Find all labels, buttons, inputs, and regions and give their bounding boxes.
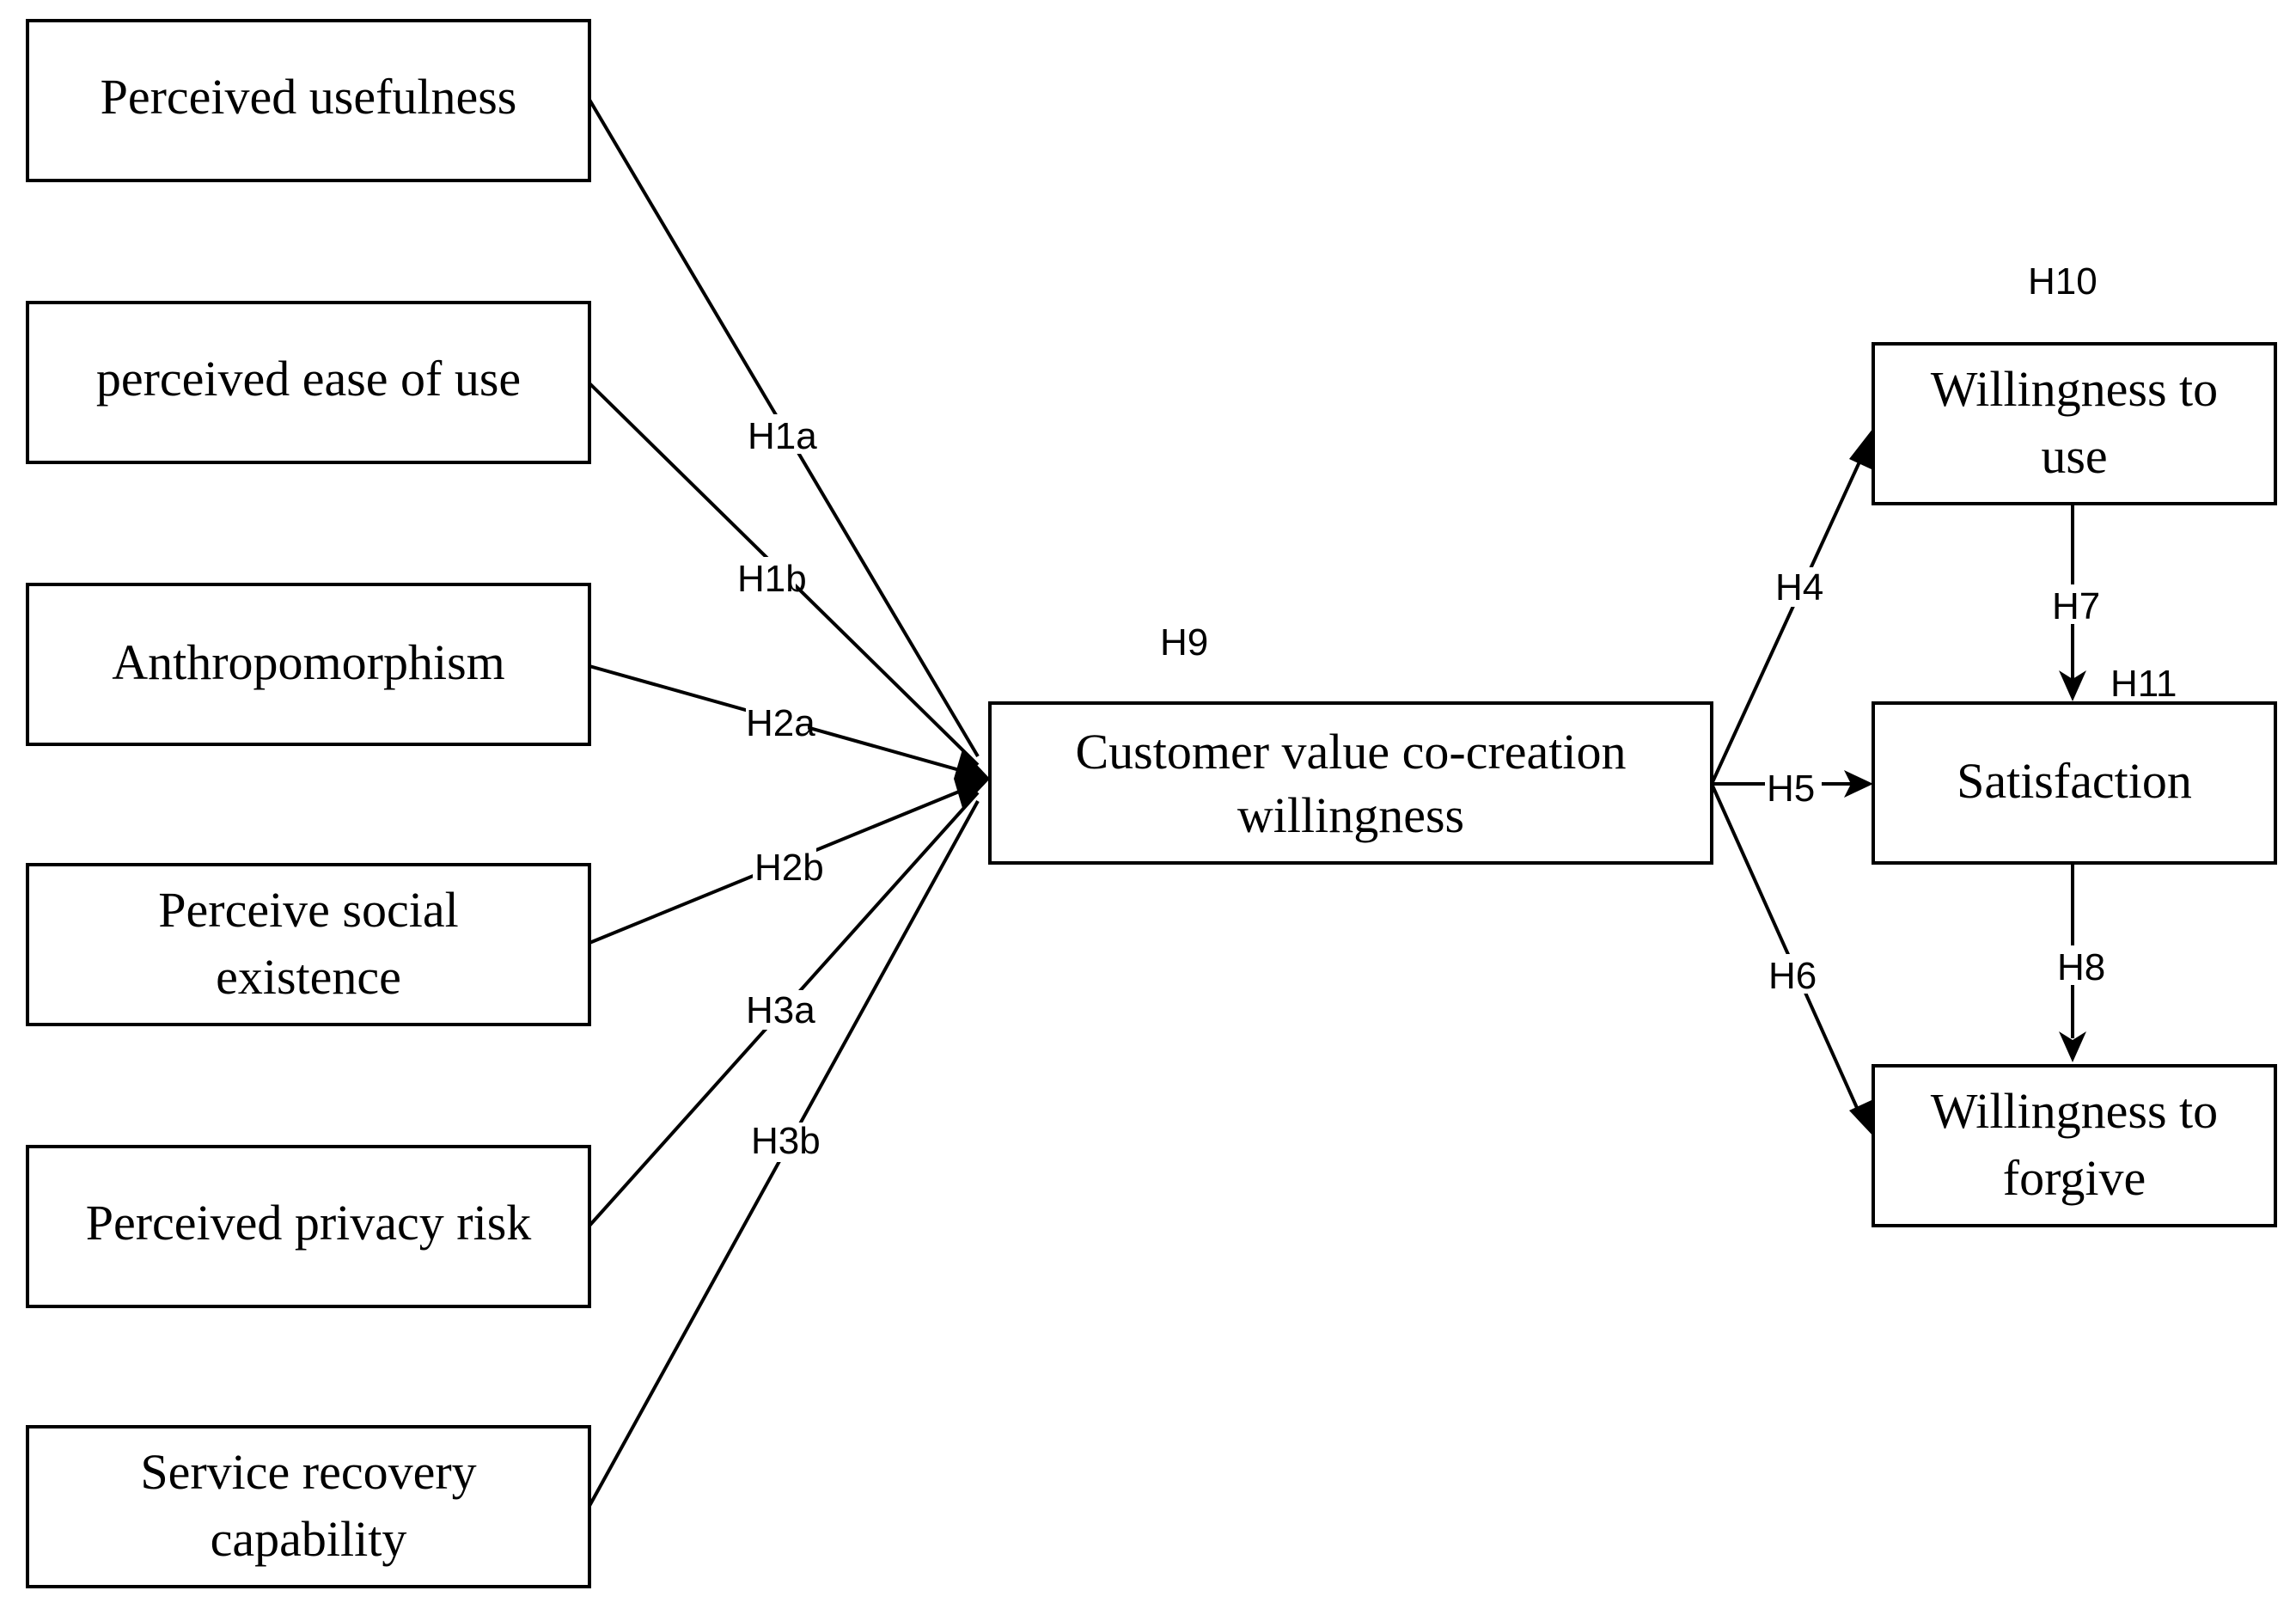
label-h2b: H2b	[754, 847, 824, 889]
node-anthropomorphism-line1: Anthropomorphism	[112, 634, 505, 690]
node-anthropomorphism: Anthropomorphism	[26, 583, 591, 746]
node-perceived-usefulness: Perceived usefulness	[26, 19, 591, 182]
arrowhead-h4	[1849, 428, 1873, 469]
label-h1a: H1a	[748, 415, 817, 457]
hypothesis-labels: H1a H1b H2a H2b H3a H3b H9 H4 H5 H6 H10 …	[736, 260, 2177, 1162]
svg-text:use: use	[2041, 428, 2107, 484]
node-perceive-social-existence-line1: Perceive social	[158, 882, 458, 938]
nodes: Perceived usefulness perceived ease of u…	[26, 19, 2277, 1588]
node-satisfaction-line1: Satisfaction	[1957, 753, 2192, 809]
label-h9: H9	[1160, 621, 1208, 664]
edge-h6	[1710, 783, 1863, 1118]
arrowhead-h5	[1844, 770, 1873, 798]
svg-text:Perceive social: Perceive social	[158, 882, 458, 938]
svg-text:forgive: forgive	[2003, 1150, 2146, 1206]
node-perceived-ease-of-use-line1: perceived ease of use	[96, 351, 521, 407]
label-h10: H10	[2028, 260, 2098, 303]
node-perceived-privacy-risk-line1: Perceived privacy risk	[86, 1195, 532, 1251]
label-h7: H7	[2052, 585, 2100, 627]
svg-text:Perceived privacy risk: Perceived privacy risk	[86, 1195, 532, 1251]
node-willingness-to-use-line1: Willingness to	[1931, 361, 2218, 417]
edge-h4	[1710, 446, 1868, 785]
node-service-recovery-capability-line1: Service recovery	[140, 1444, 476, 1500]
node-satisfaction: Satisfaction	[1872, 701, 2277, 865]
svg-text:Willingness to: Willingness to	[1931, 1083, 2218, 1139]
node-perceived-ease-of-use: perceived ease of use	[26, 301, 591, 464]
node-willingness-to-use-line2: use	[2041, 428, 2107, 484]
arrowhead-h7	[2059, 670, 2086, 701]
svg-text:capability: capability	[211, 1511, 407, 1567]
node-customer-value-cocreation: Customer value co-creation willingness	[988, 701, 1713, 865]
node-willingness-to-forgive-line1: Willingness to	[1931, 1083, 2218, 1139]
arrowhead-convergence	[954, 749, 990, 808]
label-h3b: H3b	[751, 1120, 821, 1162]
label-h4: H4	[1775, 566, 1823, 609]
svg-text:Willingness to: Willingness to	[1931, 361, 2218, 417]
node-service-recovery-capability: Service recovery capability	[26, 1425, 591, 1588]
svg-text:Service recovery: Service recovery	[140, 1444, 476, 1500]
node-willingness-to-forgive-line2: forgive	[2003, 1150, 2146, 1206]
label-h2a: H2a	[746, 702, 815, 744]
svg-text:Customer value co-creation: Customer value co-creation	[1076, 724, 1627, 780]
svg-text:perceived ease of use: perceived ease of use	[96, 351, 521, 407]
node-willingness-to-forgive: Willingness to forgive	[1872, 1064, 2277, 1227]
arrowhead-h6	[1849, 1100, 1875, 1138]
node-perceived-usefulness-line1: Perceived usefulness	[101, 69, 517, 125]
label-h6: H6	[1768, 955, 1817, 997]
node-customer-value-cocreation-line2: willingness	[1237, 787, 1464, 843]
arrowhead-h8	[2059, 1031, 2086, 1062]
svg-text:Satisfaction: Satisfaction	[1957, 753, 2192, 809]
svg-text:willingness: willingness	[1237, 787, 1464, 843]
label-h5: H5	[1767, 768, 1815, 810]
label-h11: H11	[2110, 663, 2177, 705]
arrowheads	[954, 428, 2086, 1138]
node-customer-value-cocreation-line1: Customer value co-creation	[1076, 724, 1627, 780]
svg-text:Perceived usefulness: Perceived usefulness	[101, 69, 517, 125]
label-h1b: H1b	[737, 558, 807, 600]
svg-text:Anthropomorphism: Anthropomorphism	[112, 634, 505, 690]
label-h8: H8	[2057, 946, 2105, 988]
node-perceived-privacy-risk: Perceived privacy risk	[26, 1145, 591, 1308]
svg-text:existence: existence	[216, 949, 401, 1005]
node-perceive-social-existence: Perceive social existence	[26, 863, 591, 1026]
label-h3a: H3a	[746, 989, 815, 1031]
node-willingness-to-use: Willingness to use	[1872, 342, 2277, 505]
node-perceive-social-existence-line2: existence	[216, 949, 401, 1005]
node-service-recovery-capability-line2: capability	[211, 1511, 407, 1567]
